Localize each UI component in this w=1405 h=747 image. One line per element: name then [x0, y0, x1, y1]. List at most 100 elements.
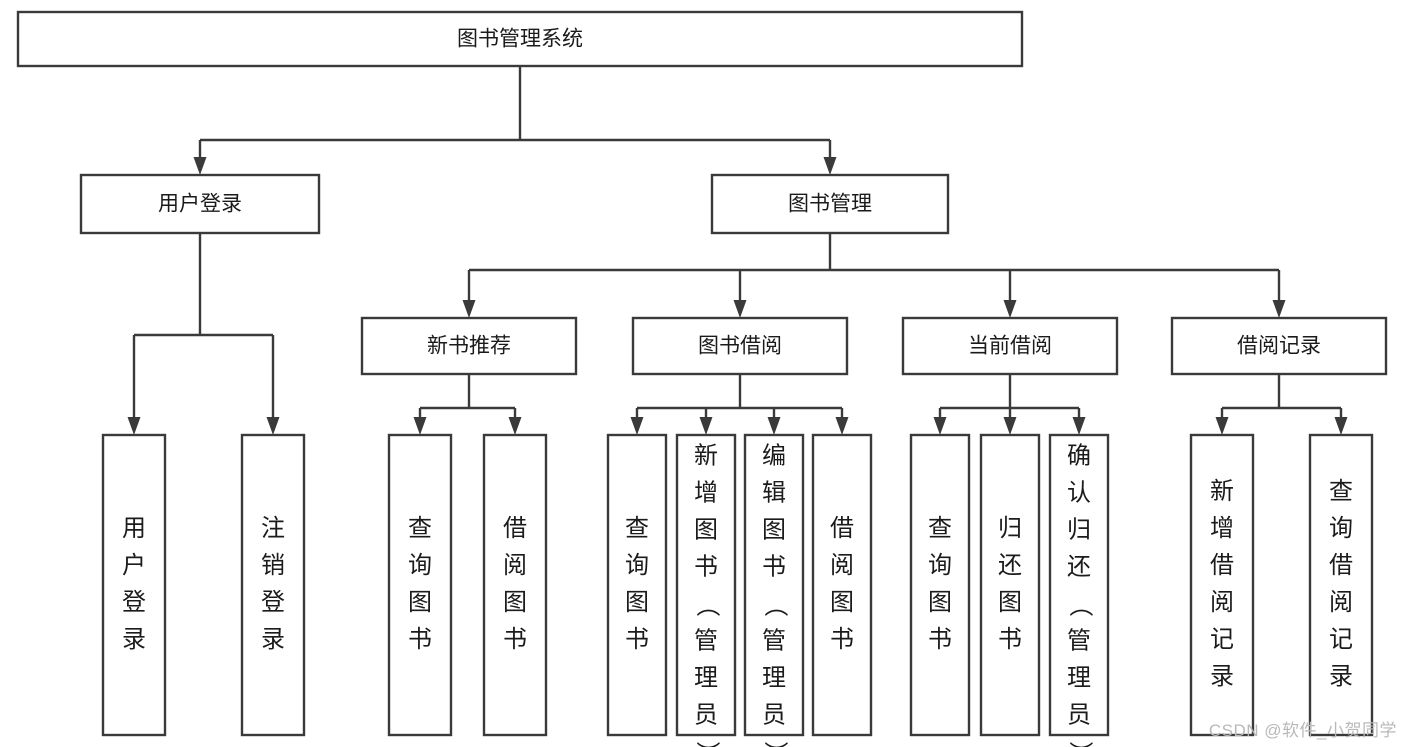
arrow-head-icon: [508, 417, 522, 435]
node-label-char: 书: [694, 553, 718, 580]
node-box-leaf-return-book[interactable]: [979, 433, 1041, 737]
node-borrow-record[interactable]: 借阅记录: [1170, 316, 1388, 376]
node-box-leaf-query-book-rec[interactable]: [387, 433, 453, 737]
arrow-head-icon: [127, 417, 141, 435]
node-label-char: 书: [625, 626, 649, 653]
node-label-char: 借: [830, 515, 854, 542]
node-box-user-login[interactable]: [79, 173, 321, 235]
node-label-char: 理: [1067, 664, 1091, 691]
node-label-char: 新: [694, 442, 718, 469]
node-book-borrow[interactable]: 图书借阅: [631, 316, 849, 376]
node-label-char: 书: [928, 626, 952, 653]
node-box-root[interactable]: [16, 10, 1024, 68]
node-label-char: 查: [625, 515, 649, 542]
node-label-char: 书: [998, 626, 1022, 653]
node-label-char: 录: [122, 626, 146, 653]
node-box-leaf-borrow-book-rec[interactable]: [482, 433, 548, 737]
node-label-char: 借: [1210, 552, 1234, 579]
node-box-leaf-add-record[interactable]: [1189, 433, 1255, 737]
node-box-leaf-query-record[interactable]: [1308, 433, 1374, 737]
node-label-char: 查: [1329, 478, 1353, 505]
node-label-char: 增: [1210, 515, 1234, 542]
node-new-book-rec[interactable]: 新书推荐: [360, 316, 578, 376]
arrow-head-icon: [413, 417, 427, 435]
node-label-char: 图: [503, 589, 527, 616]
node-box-leaf-add-book[interactable]: [675, 433, 737, 737]
node-label-char: 管: [694, 627, 718, 654]
node-label-char: 新: [1210, 478, 1234, 505]
node-box-new-book-rec[interactable]: [360, 316, 578, 376]
node-label-char: 理: [694, 664, 718, 691]
node-label-char: 确: [1067, 442, 1091, 469]
connector-group-new-book-rec: [413, 374, 522, 435]
node-leaf-user-login[interactable]: 用户登录: [101, 433, 167, 737]
node-label-new-book-rec: 新书推荐: [427, 335, 511, 358]
node-box-leaf-edit-book[interactable]: [743, 433, 805, 737]
node-label-char: 员: [1067, 701, 1091, 728]
node-label-char: 阅: [1210, 589, 1234, 616]
node-box-book-manage[interactable]: [710, 173, 950, 235]
connector-group-current-borrow: [933, 374, 1086, 435]
node-label-char: 录: [261, 626, 285, 653]
arrow-head-icon: [630, 417, 644, 435]
node-label-char: 书: [408, 626, 432, 653]
node-label-char: 图: [694, 516, 718, 543]
node-label-char: 借: [1329, 552, 1353, 579]
connector-group-user-login: [127, 233, 280, 435]
node-label-char: ）: [762, 741, 789, 747]
connector-group-borrow-record: [1215, 374, 1348, 435]
node-current-borrow[interactable]: 当前借阅: [901, 316, 1119, 376]
node-label-char: 管: [762, 627, 786, 654]
node-label-char: 归: [1067, 516, 1091, 543]
arrow-head-icon: [1003, 300, 1017, 318]
node-box-leaf-query-book-cb[interactable]: [909, 433, 971, 737]
node-box-leaf-borrow-book-bb[interactable]: [811, 433, 873, 737]
node-label-user-login: 用户登录: [158, 193, 242, 216]
node-label-char: 书: [503, 626, 527, 653]
node-label-root: 图书管理系统: [457, 28, 583, 51]
node-label-char: 询: [1329, 515, 1353, 542]
node-label-char: 查: [408, 515, 432, 542]
arrow-head-icon: [1334, 417, 1348, 435]
node-box-book-borrow[interactable]: [631, 316, 849, 376]
node-root[interactable]: 图书管理系统: [16, 10, 1024, 68]
node-label-char: 录: [1210, 663, 1234, 690]
node-box-leaf-confirm-return[interactable]: [1048, 433, 1110, 737]
connector-group-book-manage: [462, 233, 1286, 318]
node-box-leaf-user-logout[interactable]: [240, 433, 306, 737]
node-label-char: 员: [694, 701, 718, 728]
node-label-borrow-record: 借阅记录: [1237, 335, 1321, 358]
node-user-login[interactable]: 用户登录: [79, 173, 321, 235]
connector-group-root: [193, 66, 837, 175]
arrow-head-icon: [1003, 417, 1017, 435]
node-label-char: 登: [122, 589, 146, 616]
node-box-current-borrow[interactable]: [901, 316, 1119, 376]
node-label-char: 书: [762, 553, 786, 580]
node-box-borrow-record[interactable]: [1170, 316, 1388, 376]
node-book-manage[interactable]: 图书管理: [710, 173, 950, 235]
node-label-char: 借: [503, 515, 527, 542]
edges-layer: [127, 66, 1348, 435]
node-box-leaf-user-login[interactable]: [101, 433, 167, 737]
node-label-char: 图: [408, 589, 432, 616]
node-label-char: 员: [762, 701, 786, 728]
node-label-char: 询: [928, 552, 952, 579]
node-label-char: 阅: [503, 552, 527, 579]
node-label-char: 理: [762, 664, 786, 691]
node-label-char: 辑: [762, 479, 786, 506]
node-label-char: 阅: [830, 552, 854, 579]
node-label-char: 阅: [1329, 589, 1353, 616]
node-box-leaf-query-book-bb[interactable]: [606, 433, 668, 737]
